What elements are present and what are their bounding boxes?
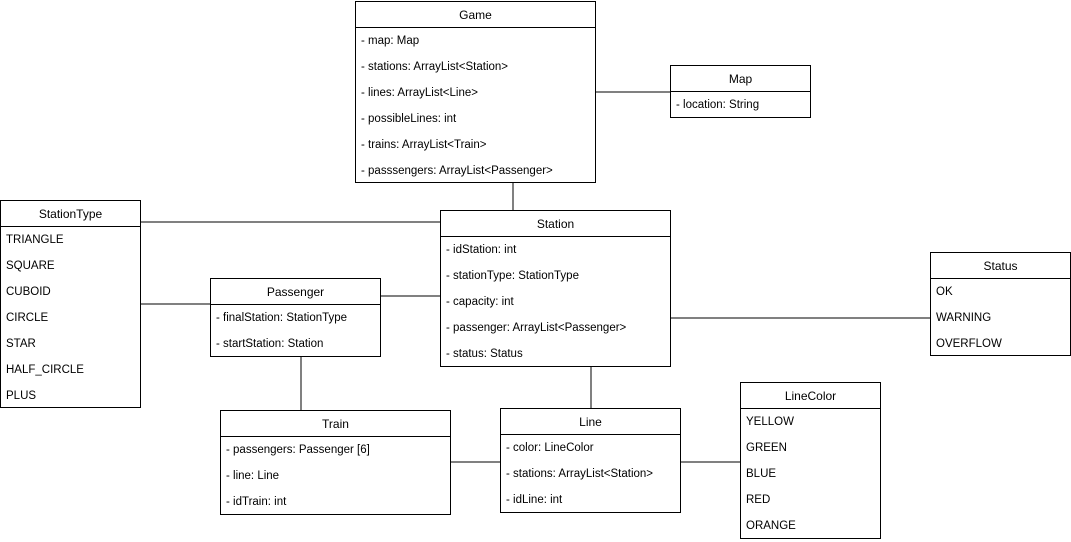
class-field: - possibleLines: int bbox=[361, 113, 457, 125]
class-field: - stationType: StationType bbox=[446, 270, 579, 282]
enum-value: OVERFLOW bbox=[936, 338, 1002, 350]
class-title: StationType bbox=[1, 201, 140, 227]
enum-value: HALF_CIRCLE bbox=[6, 364, 84, 376]
enum-value: YELLOW bbox=[746, 416, 794, 428]
class-field: - passenger: ArrayList<Passenger> bbox=[446, 322, 627, 334]
class-field: - finalStation: StationType bbox=[216, 312, 348, 324]
enum-value: CUBOID bbox=[6, 286, 51, 298]
class-field: - startStation: Station bbox=[216, 338, 324, 350]
class-title: Map bbox=[671, 66, 810, 92]
class-title: Status bbox=[931, 253, 1070, 279]
class-title: Line bbox=[501, 409, 680, 435]
class-passenger[interactable]: Passenger - finalStation: StationType - … bbox=[210, 278, 381, 357]
class-linecolor[interactable]: LineColor YELLOW GREEN BLUE RED ORANGE bbox=[740, 382, 881, 539]
enum-value: OK bbox=[936, 286, 953, 298]
enum-value: CIRCLE bbox=[6, 312, 49, 324]
class-game[interactable]: Game - map: Map - stations: ArrayList<St… bbox=[355, 1, 596, 183]
class-stationtype[interactable]: StationType TRIANGLE SQUARE CUBOID CIRCL… bbox=[0, 200, 141, 408]
enum-value: SQUARE bbox=[6, 260, 55, 272]
class-station[interactable]: Station - idStation: int - stationType: … bbox=[440, 210, 671, 367]
class-field: - capacity: int bbox=[446, 296, 514, 308]
class-title: Train bbox=[221, 411, 450, 437]
class-field: - color: LineColor bbox=[506, 442, 594, 454]
class-field: - location: String bbox=[676, 99, 760, 111]
enum-value: PLUS bbox=[6, 390, 37, 402]
class-title: LineColor bbox=[741, 383, 880, 409]
class-train[interactable]: Train - passengers: Passenger [6] - line… bbox=[220, 410, 451, 515]
enum-value: GREEN bbox=[746, 442, 787, 454]
class-field: - status: Status bbox=[446, 348, 523, 360]
class-title: Passenger bbox=[211, 279, 380, 305]
class-field: - passengers: Passenger [6] bbox=[226, 444, 370, 456]
class-field: - idStation: int bbox=[446, 244, 517, 256]
class-title: Station bbox=[441, 211, 670, 237]
class-field: - map: Map bbox=[361, 35, 420, 47]
enum-value: RED bbox=[746, 494, 771, 506]
class-status[interactable]: Status OK WARNING OVERFLOW bbox=[930, 252, 1071, 356]
class-line[interactable]: Line - color: LineColor - stations: Arra… bbox=[500, 408, 681, 513]
class-field: - idLine: int bbox=[506, 494, 563, 506]
class-field: - idTrain: int bbox=[226, 496, 287, 508]
class-title: Game bbox=[356, 2, 595, 28]
class-field: - passsengers: ArrayList<Passenger> bbox=[361, 165, 553, 177]
class-map[interactable]: Map - location: String bbox=[670, 65, 811, 118]
enum-value: TRIANGLE bbox=[6, 234, 64, 246]
enum-value: STAR bbox=[6, 338, 36, 350]
class-field: - stations: ArrayList<Station> bbox=[361, 61, 509, 73]
class-field: - line: Line bbox=[226, 470, 280, 482]
enum-value: ORANGE bbox=[746, 520, 796, 532]
class-field: - stations: ArrayList<Station> bbox=[506, 468, 654, 480]
class-field: - lines: ArrayList<Line> bbox=[361, 87, 478, 99]
enum-value: BLUE bbox=[746, 468, 777, 480]
enum-value: WARNING bbox=[936, 312, 992, 324]
class-field: - trains: ArrayList<Train> bbox=[361, 139, 487, 151]
